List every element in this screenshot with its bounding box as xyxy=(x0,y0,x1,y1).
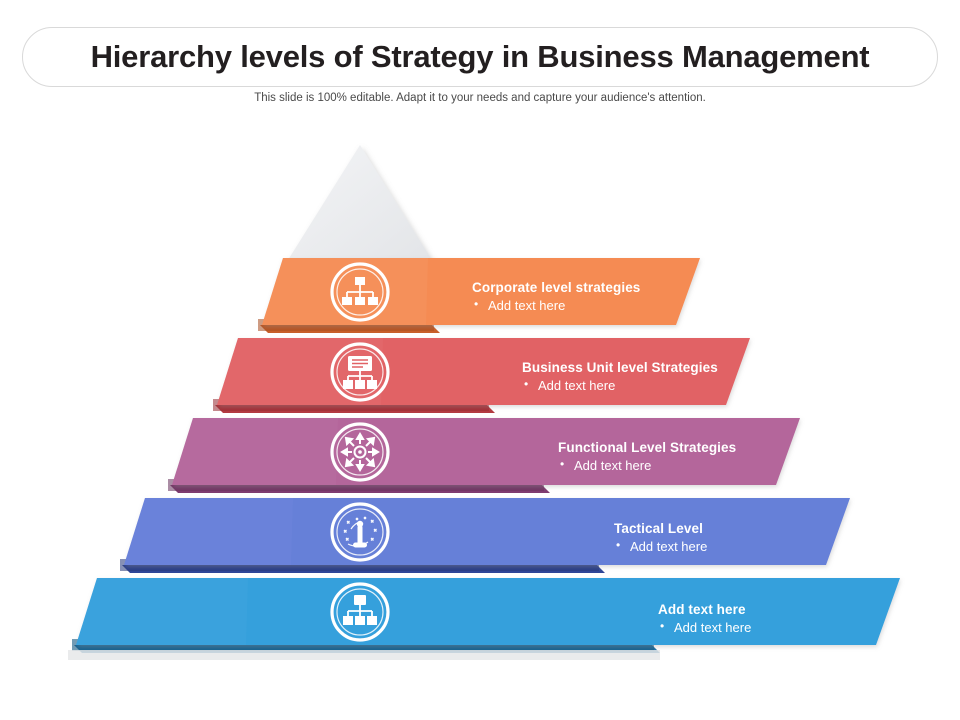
level-3-bullet: Add text here xyxy=(558,458,736,474)
level-4-text: Tactical Level Add text here xyxy=(614,521,707,554)
level-1-heading: Corporate level strategies xyxy=(472,280,641,295)
level-4-heading: Tactical Level xyxy=(614,521,703,536)
pyramid-diagram: Corporate level strategies Add text here… xyxy=(0,120,960,700)
level-5-text: Add text here Add text here xyxy=(658,602,751,635)
pyramid-level-4[interactable] xyxy=(120,498,850,573)
level-4-bullet: Add text here xyxy=(614,539,707,555)
server-hierarchy-icon xyxy=(330,342,390,402)
person-decision-icon xyxy=(330,502,390,562)
pyramid-level-2[interactable] xyxy=(213,338,750,413)
pyramid-apex xyxy=(288,145,432,260)
title-banner: Hierarchy levels of Strategy in Business… xyxy=(22,27,938,87)
level-2-heading: Business Unit level Strategies xyxy=(522,360,718,375)
level-5-heading: Add text here xyxy=(658,602,746,617)
level-3-text: Functional Level Strategies Add text her… xyxy=(558,440,736,473)
pyramid-level-5[interactable] xyxy=(68,578,900,660)
page-title: Hierarchy levels of Strategy in Business… xyxy=(90,39,870,74)
network-nodes-icon xyxy=(330,582,390,642)
slide-subtitle: This slide is 100% editable. Adapt it to… xyxy=(254,92,706,104)
level-2-text: Business Unit level Strategies Add text … xyxy=(522,360,718,393)
level-2-bullet: Add text here xyxy=(522,378,718,394)
level-1-bullet: Add text here xyxy=(472,298,640,314)
radial-arrows-icon xyxy=(330,422,390,482)
org-chart-icon xyxy=(330,262,390,322)
level-3-heading: Functional Level Strategies xyxy=(558,440,737,455)
level-5-bullet: Add text here xyxy=(658,620,751,636)
level-1-text: Corporate level strategies Add text here xyxy=(472,280,640,313)
